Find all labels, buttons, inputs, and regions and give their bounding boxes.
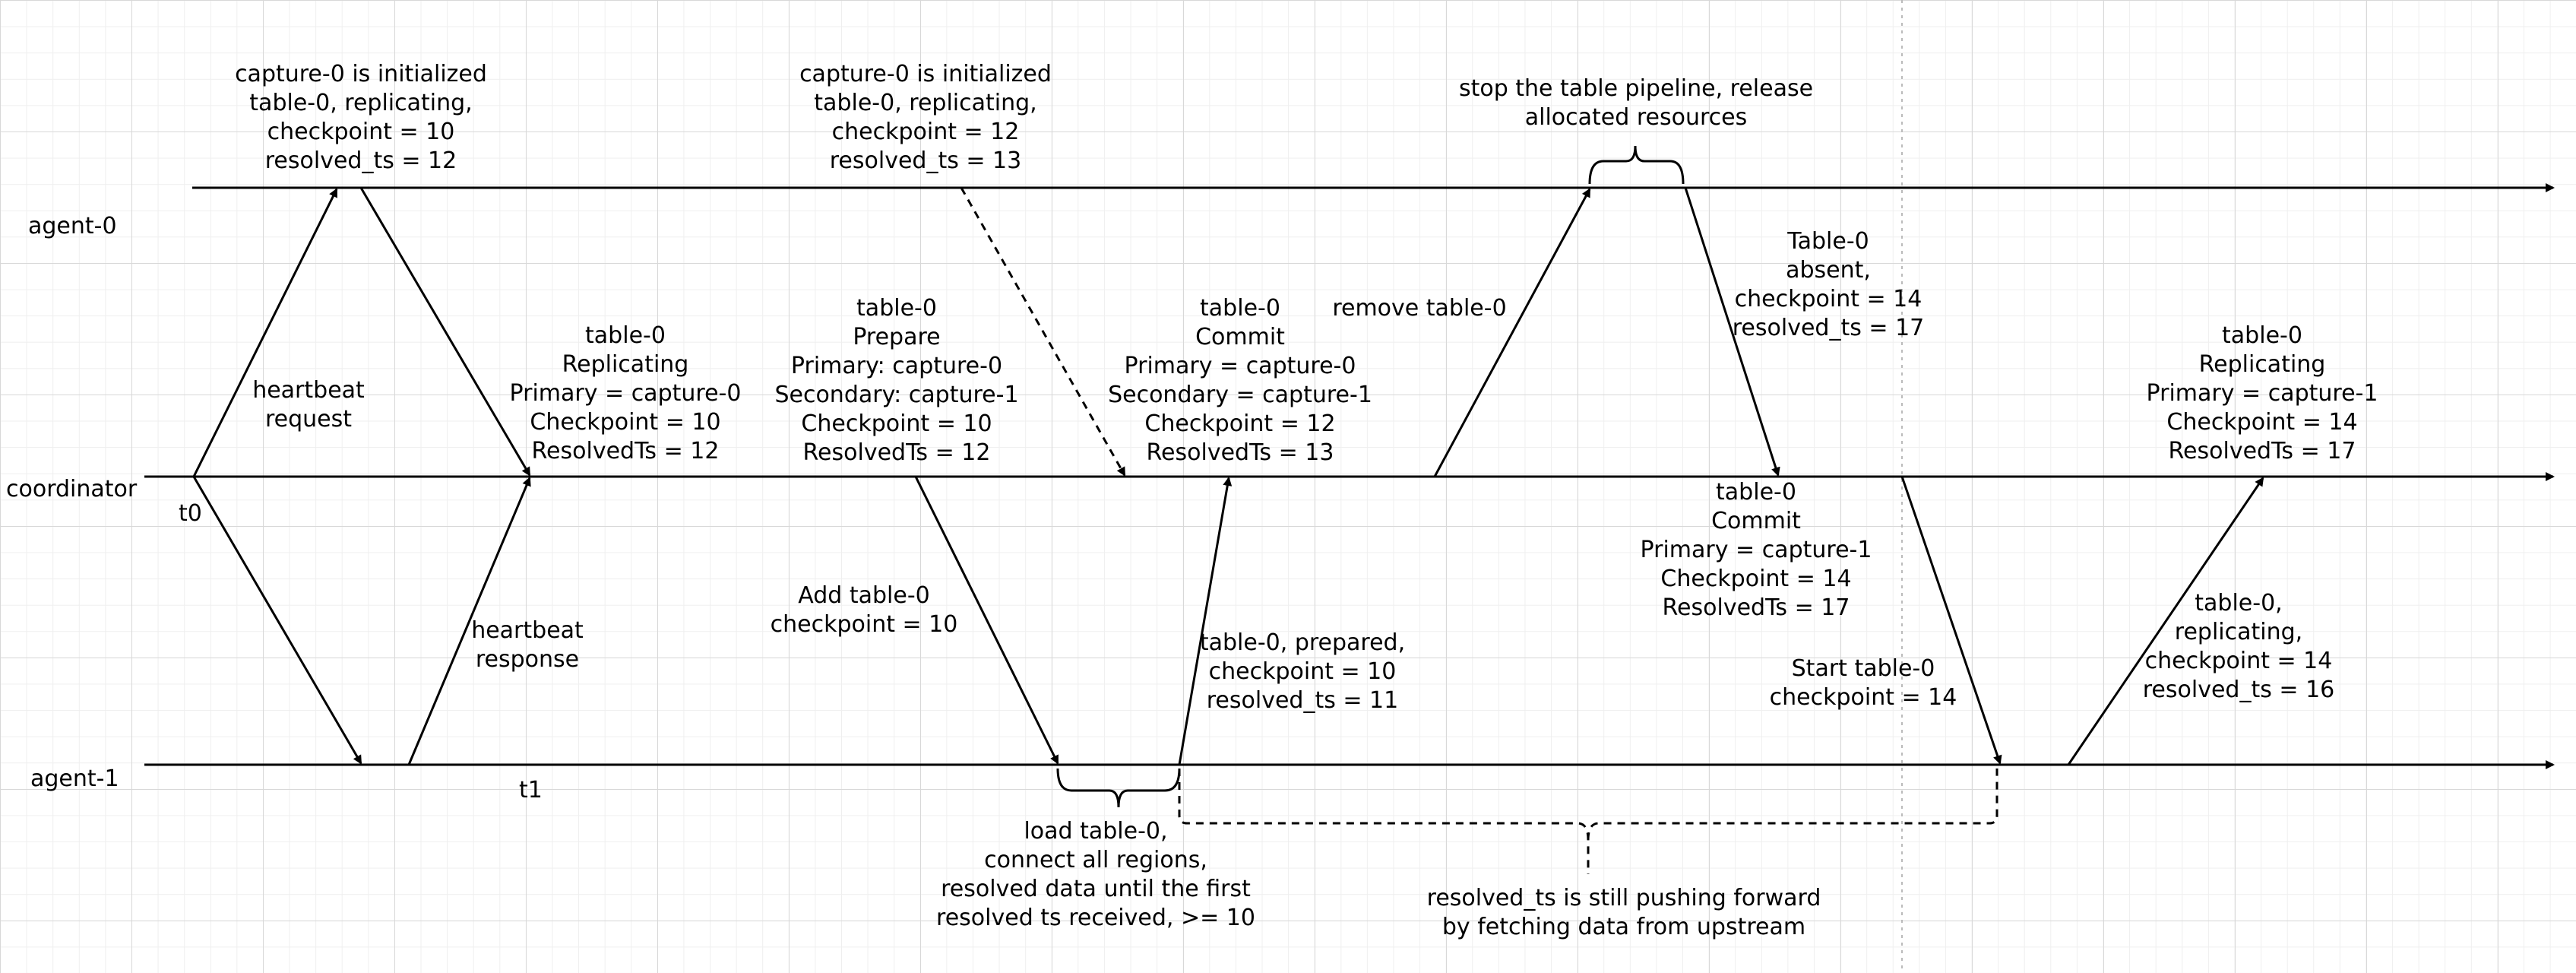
- resolved-ts-pushing-note: resolved_ts is still pushing forward by …: [1426, 885, 1821, 940]
- resolved-forward-bracket: [1178, 769, 1998, 874]
- prepared-label: table-0, prepared, checkpoint = 10 resol…: [1199, 629, 1406, 714]
- heartbeat-request-arrow-agent-1: [192, 476, 362, 765]
- table-state-commit-note-2: table-0 Commit Primary = capture-1 Check…: [1640, 479, 1872, 621]
- add-table-label: Add table-0 checkpoint = 10: [770, 582, 958, 638]
- table-state-prepare-note: table-0 Prepare Primary: capture-0 Secon…: [774, 295, 1019, 466]
- start-table-label: Start table-0 checkpoint = 14: [1769, 655, 1957, 711]
- table-absent-arrow: [1684, 187, 1780, 477]
- heartbeat-request-arrow: [192, 188, 338, 477]
- t0-marker: t0: [179, 500, 202, 527]
- replicating-report-label: table-0, replicating, checkpoint = 14 re…: [2142, 590, 2335, 703]
- heartbeat-response-arrow-agent-1: [407, 477, 531, 765]
- table-state-replicating-note: table-0 Replicating Primary = capture-0 …: [509, 322, 742, 464]
- load-table-note: load table-0, connect all regions, resol…: [936, 818, 1255, 931]
- stop-pipeline-brace: [1588, 145, 1685, 185]
- t1-marker: t1: [519, 777, 543, 803]
- table-state-replicating-final-note: table-0 Replicating Primary = capture-1 …: [2146, 322, 2378, 464]
- coordinator-label: coordinator: [6, 476, 138, 502]
- heartbeat-response-label: heartbeat response: [471, 617, 584, 673]
- dashed-checkpoint-arrow: [960, 187, 1126, 477]
- capture-0-initialized-note-2: capture-0 is initialized table-0, replic…: [799, 61, 1052, 174]
- remove-table-label: remove table-0: [1332, 295, 1507, 322]
- table-state-commit-note: table-0 Commit Primary = capture-0 Secon…: [1108, 295, 1372, 466]
- prepared-report-arrow: [1178, 477, 1233, 765]
- replicating-report-arrow: [2067, 477, 2264, 765]
- remove-table-arrow: [1433, 188, 1591, 477]
- stop-pipeline-note: stop the table pipeline, release allocat…: [1458, 75, 1814, 131]
- heartbeat-request-label: heartbeat request: [252, 377, 365, 433]
- start-table-arrow: [1900, 476, 2002, 765]
- add-table-arrow: [914, 476, 1059, 765]
- agent-0-label: agent-0: [28, 213, 117, 239]
- table-absent-note: Table-0 absent, checkpoint = 14 resolved…: [1732, 228, 1925, 341]
- agent-1-label: agent-1: [30, 765, 119, 792]
- capture-0-initialized-note: capture-0 is initialized table-0, replic…: [235, 61, 487, 174]
- heartbeat-response-arrow-agent-0: [359, 187, 531, 477]
- load-table-brace: [1056, 768, 1181, 808]
